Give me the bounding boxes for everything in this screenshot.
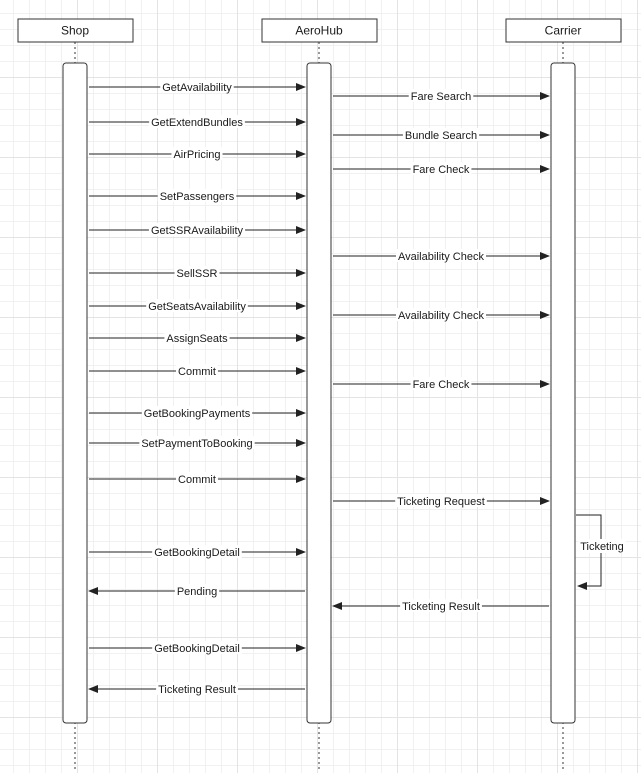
- message-label: GetBookingDetail: [154, 643, 240, 655]
- message-label-bg: [174, 266, 220, 279]
- message-label-bg: [395, 249, 487, 262]
- message[interactable]: Commit: [89, 364, 306, 378]
- message-label: GetExtendBundles: [151, 117, 243, 129]
- participant-carrier[interactable]: Carrier: [505, 18, 622, 43]
- activation-bar-carrier: [550, 62, 576, 724]
- message-label-bg: [146, 299, 248, 312]
- message[interactable]: Commit: [89, 472, 306, 486]
- participant-name: Carrier: [545, 24, 582, 38]
- activation-bar-hub: [306, 62, 332, 724]
- participant-headers: Shop AeroHub Carrier: [17, 18, 622, 43]
- message-label: GetSSRAvailability: [151, 225, 244, 237]
- participant-shop[interactable]: Shop: [17, 18, 134, 43]
- message-label-bg: [410, 162, 472, 175]
- message-label: SellSSR: [177, 268, 218, 280]
- message[interactable]: AssignSeats: [89, 331, 306, 345]
- message-label-bg: [174, 584, 220, 597]
- message-label-bg: [160, 80, 234, 93]
- message-label: GetSeatsAvailability: [148, 301, 246, 313]
- message-label: Fare Search: [411, 91, 472, 103]
- message-label: GetAvailability: [162, 82, 232, 94]
- message[interactable]: GetBookingPayments: [89, 406, 306, 420]
- message[interactable]: GetBookingDetail: [89, 641, 306, 655]
- message-label: Bundle Search: [405, 130, 477, 142]
- message[interactable]: Ticketing Result: [332, 599, 549, 613]
- message-label: AssignSeats: [166, 333, 228, 345]
- message[interactable]: GetSSRAvailability: [89, 223, 306, 237]
- message-label-bg: [176, 364, 218, 377]
- message-label: Ticketing Request: [397, 496, 485, 508]
- message[interactable]: Fare Search: [333, 89, 550, 103]
- message-label-bg: [152, 545, 242, 558]
- message-label-bg: [152, 641, 242, 654]
- message[interactable]: Fare Check: [333, 377, 550, 391]
- activation-bar-shop: [62, 62, 88, 724]
- message[interactable]: Ticketing Request: [333, 494, 550, 508]
- participant-name: Shop: [61, 24, 89, 38]
- message-label: GetBookingPayments: [144, 408, 251, 420]
- message-label-bg: [395, 494, 487, 507]
- participant-box: [505, 18, 622, 43]
- message-label: Ticketing Result: [402, 601, 480, 613]
- message-label: Availability Check: [398, 251, 485, 263]
- message-label-bg: [139, 436, 255, 449]
- message-label: AirPricing: [173, 149, 220, 161]
- message-label-bg: [395, 308, 487, 321]
- participant-box: [17, 18, 134, 43]
- message[interactable]: SellSSR: [89, 266, 306, 280]
- message[interactable]: Availability Check: [333, 308, 550, 322]
- activation-bars: [62, 62, 576, 724]
- message-label-bg: [156, 682, 238, 695]
- message-label-bg: [141, 406, 253, 419]
- message-label: Fare Check: [413, 379, 470, 391]
- message[interactable]: Fare Check: [333, 162, 550, 176]
- message-label-bg: [148, 223, 246, 236]
- participant-hub[interactable]: AeroHub: [261, 18, 378, 43]
- message[interactable]: GetExtendBundles: [89, 115, 306, 129]
- message[interactable]: SetPassengers: [89, 189, 306, 203]
- message-label-bg: [410, 377, 472, 390]
- message-label-bg: [578, 539, 626, 553]
- participant-name: AeroHub: [295, 24, 343, 38]
- participant-box: [261, 18, 378, 43]
- message-label-bg: [400, 599, 482, 612]
- message-label: Pending: [177, 586, 217, 598]
- message[interactable]: Availability Check: [333, 249, 550, 263]
- message-label-bg: [149, 115, 245, 128]
- message-label: Commit: [178, 366, 216, 378]
- message-label: GetBookingDetail: [154, 547, 240, 559]
- message[interactable]: GetSeatsAvailability: [89, 299, 306, 313]
- message[interactable]: Pending: [88, 584, 305, 598]
- message-label-bg: [157, 189, 237, 202]
- message-label: SetPassengers: [160, 191, 235, 203]
- message-label-bg: [164, 331, 230, 344]
- message-label-bg: [402, 128, 480, 141]
- message-label-bg: [176, 472, 218, 485]
- message[interactable]: GetAvailability: [89, 80, 306, 94]
- message-label: Fare Check: [413, 164, 470, 176]
- message-label: Ticketing Result: [158, 684, 236, 696]
- message-label: Commit: [178, 474, 216, 486]
- message-label-bg: [408, 89, 474, 102]
- message[interactable]: GetBookingDetail: [89, 545, 306, 559]
- message[interactable]: Ticketing: [576, 514, 626, 590]
- message-label: SetPaymentToBooking: [141, 438, 252, 450]
- message[interactable]: Ticketing Result: [88, 682, 305, 696]
- message[interactable]: AirPricing: [89, 147, 306, 161]
- message[interactable]: Bundle Search: [333, 128, 550, 142]
- message-label: Availability Check: [398, 310, 485, 322]
- message-label-bg: [171, 147, 223, 160]
- message-label: Ticketing: [580, 541, 624, 553]
- message[interactable]: SetPaymentToBooking: [89, 436, 306, 450]
